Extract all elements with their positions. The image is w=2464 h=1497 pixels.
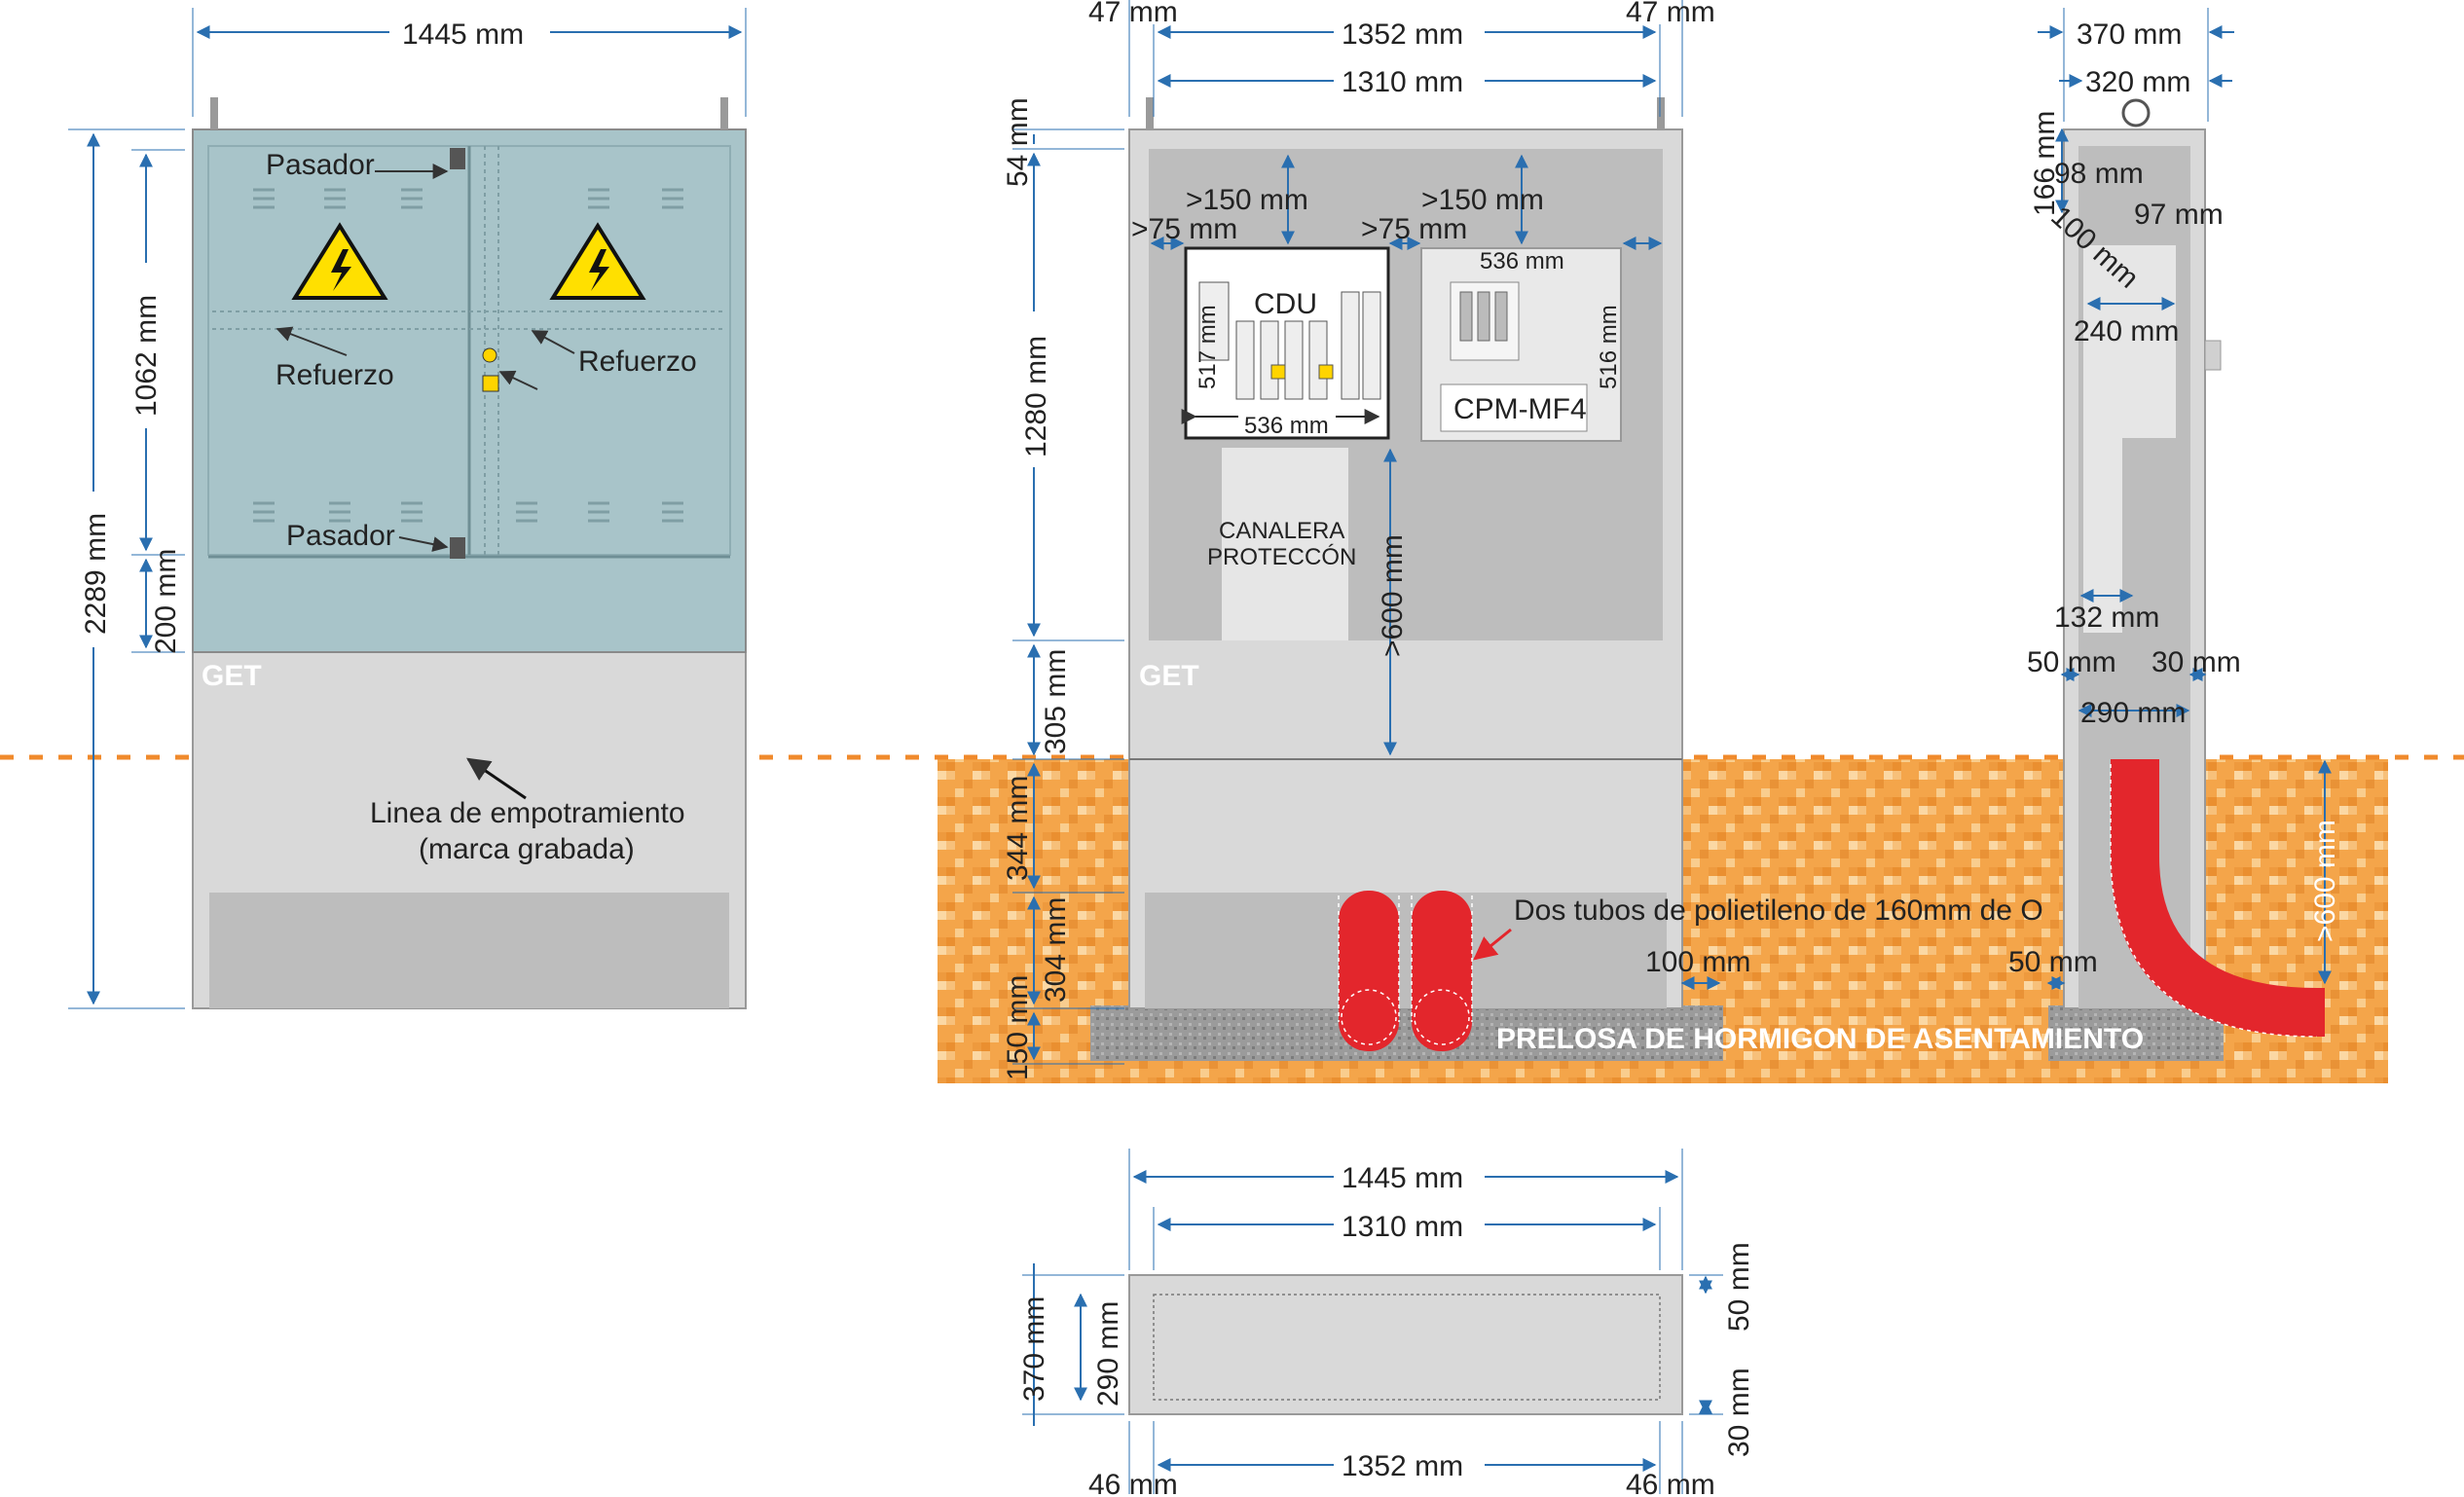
cpm-panel xyxy=(1420,247,1622,442)
foundation-slab xyxy=(1090,1005,1723,1061)
front-brand-label: GET xyxy=(202,660,262,692)
cdu-height-dim: 517 mm xyxy=(1195,305,1221,389)
section-base-recess xyxy=(1145,893,1667,1008)
section-side-right-dim: 47 mm xyxy=(1626,0,1715,28)
front-height-dim: 2289 mm xyxy=(80,513,112,635)
protection-channel xyxy=(1222,448,1348,640)
vent-slots-front xyxy=(253,188,683,523)
plan-view: 1445 mm 1310 mm 370 mm 290 mm 50 mm 30 m… xyxy=(1018,1149,1755,1497)
section-compartment-dim: 1280 mm xyxy=(1020,336,1052,457)
pasador-top-label: Pasador xyxy=(266,149,375,181)
clearance-side-mid: >75 mm xyxy=(1361,213,1467,245)
plan-front-wall-dim: 50 mm xyxy=(1723,1242,1755,1332)
door-lock-icon xyxy=(482,347,499,392)
pasador-top-latch xyxy=(450,148,465,169)
plan-inner-dim: 1310 mm xyxy=(1342,1211,1463,1243)
side-foundation-slab xyxy=(2048,1005,2224,1061)
side-d50-dim: 50 mm xyxy=(2027,646,2116,678)
side-d98-dim: 98 mm xyxy=(2054,158,2144,190)
side-view: 370 mm 320 mm 166 mm 98 mm 97 mm 100 mm … xyxy=(2008,8,2341,1038)
front-lower-panel-dim: 200 mm xyxy=(150,549,182,654)
side-depth-dim: 370 mm xyxy=(2077,18,2182,51)
clearance-side-left: >75 mm xyxy=(1131,213,1237,245)
section-base-above-dim: 305 mm xyxy=(1040,649,1072,754)
embed-line-label-1: Linea de empotramiento xyxy=(370,797,685,829)
section-side-left-dim: 47 mm xyxy=(1088,0,1178,28)
plan-bottom-width-dim: 1352 mm xyxy=(1342,1450,1463,1482)
embed-line-label-2: (marca grabada) xyxy=(419,833,635,865)
refuerzo-right-label: Refuerzo xyxy=(578,346,697,378)
side-d240-dim: 240 mm xyxy=(2074,315,2179,347)
cpm-height-dim: 516 mm xyxy=(1596,305,1622,389)
channel-label-1: CANALERA xyxy=(1219,518,1344,544)
section-buried-1-dim: 344 mm xyxy=(1002,776,1034,881)
high-voltage-warning-icon xyxy=(549,222,646,300)
front-width-dim: 1445 mm xyxy=(402,18,524,51)
section-min-height-dim: >600 mm xyxy=(1377,534,1409,657)
side-min-curve-dim: >600 mm xyxy=(2309,820,2341,942)
slab-label: PRELOSA DE HORMIGON DE ASENTAMIENTO xyxy=(1496,1023,2144,1055)
side-top-dim: 166 mm xyxy=(2029,111,2061,216)
side-ring-icon xyxy=(2121,98,2151,128)
cpm-width-dim: 536 mm xyxy=(1480,248,1564,274)
plan-bottom-left-dim: 46 mm xyxy=(1088,1469,1178,1497)
cdu-width-dim: 536 mm xyxy=(1244,413,1329,439)
front-base-recess xyxy=(209,893,729,1008)
plan-depth-dim: 370 mm xyxy=(1018,1296,1050,1402)
plan-inner-depth-dim: 290 mm xyxy=(1092,1301,1124,1406)
plan-back-wall-dim: 30 mm xyxy=(1723,1368,1755,1457)
clearance-top-right: >150 mm xyxy=(1421,184,1544,216)
cdu-label: CDU xyxy=(1254,288,1317,320)
channel-label-2: PROTECCÓN xyxy=(1207,544,1356,570)
plan-bottom-right-dim: 46 mm xyxy=(1626,1469,1715,1497)
cdu-panel xyxy=(1184,246,1390,440)
side-base-gap-dim: 50 mm xyxy=(2008,946,2098,978)
side-cable-bend xyxy=(2111,759,2325,1037)
refuerzo-left-label: Refuerzo xyxy=(276,359,394,391)
section-inner-dim: 1310 mm xyxy=(1342,66,1463,98)
section-brand-label: GET xyxy=(1139,660,1199,692)
section-buried-2-dim: 304 mm xyxy=(1040,897,1072,1003)
front-door-height-dim: 1062 mm xyxy=(130,295,163,417)
front-view: Pasador Pasador Refuerzo Refuerzo GET Li… xyxy=(68,8,747,1009)
tubes-note: Dos tubos de polietileno de 160mm de O xyxy=(1514,895,2043,927)
side-d132-dim: 132 mm xyxy=(2054,602,2159,634)
side-d290-dim: 290 mm xyxy=(2080,697,2186,729)
plan-outer xyxy=(1128,1274,1683,1415)
high-voltage-warning-icon xyxy=(291,222,388,300)
polyethylene-tubes xyxy=(1338,891,1473,1051)
section-slab-dim: 150 mm xyxy=(1002,975,1034,1080)
section-gap-dim: 100 mm xyxy=(1645,946,1750,978)
side-inner-depth-dim: 320 mm xyxy=(2085,66,2190,98)
pasador-bottom-latch xyxy=(450,537,465,559)
plan-outer-dim: 1445 mm xyxy=(1342,1162,1463,1194)
section-view: CDU 517 mm 536 mm 536 mm 516 mm CPM-MF4 … xyxy=(1002,0,2144,1080)
side-d30-dim: 30 mm xyxy=(2151,646,2241,678)
section-top-dim: 54 mm xyxy=(1002,97,1034,187)
side-d97-dim: 97 mm xyxy=(2134,199,2224,231)
section-overall-dim: 1352 mm xyxy=(1342,18,1463,51)
pasador-bottom-label: Pasador xyxy=(286,520,395,552)
clearance-top-left: >150 mm xyxy=(1186,184,1308,216)
cpm-label: CPM-MF4 xyxy=(1453,393,1587,425)
